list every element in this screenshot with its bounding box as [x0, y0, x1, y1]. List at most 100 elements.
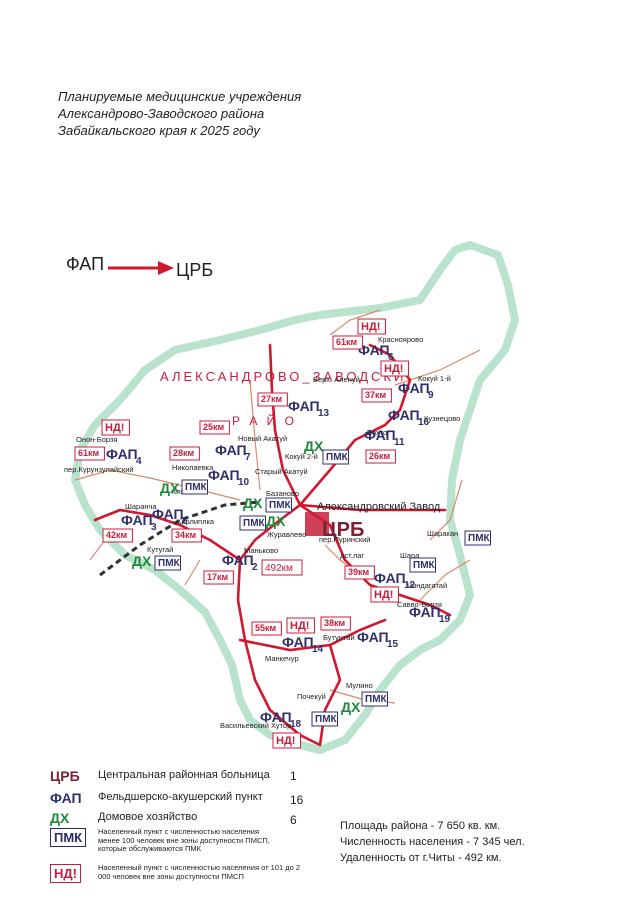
distance-2: 27км [261, 394, 283, 404]
settlement-10: Николаевка [172, 463, 214, 472]
pmk-8-box [361, 691, 388, 707]
settlement-6: Кокуй 2-й [285, 452, 318, 461]
fap-number-14: 14 [312, 644, 324, 655]
stat-area: Площадь района - 7 650 кв. км. [340, 820, 501, 832]
fap-number-12: 12 [404, 580, 416, 591]
nd-0: НД! [361, 321, 380, 333]
dh-4: ДХ [132, 553, 152, 569]
legend-dh-text: Домовое хозяйство [98, 811, 198, 823]
settlement-3: Бохто [367, 428, 387, 437]
fap-number-3: 3 [151, 522, 157, 533]
distance-4-box [169, 446, 200, 461]
legend-fap-symbol: ФАП [50, 790, 82, 806]
pmk-1: ПМК [185, 482, 208, 493]
settlement-21: Чиндагатай [407, 581, 447, 590]
nd-3-box [286, 617, 315, 634]
legend-pmk-symbol: ПМК [50, 828, 87, 847]
distance-6: 26км [369, 451, 391, 461]
legend-crb-symbol: ЦРБ [50, 768, 80, 784]
settlement-11: Клин [172, 487, 189, 496]
fap-16: ФАП [388, 407, 420, 423]
distance-0: 61км [336, 337, 358, 347]
fap-7: ФАП [215, 442, 247, 458]
distance-11: 55км [255, 623, 277, 633]
legend-crb-count: 1 [290, 769, 297, 783]
settlement-4: Верх. Аленуй [313, 375, 360, 384]
fap-18: ФАП [260, 709, 292, 725]
settlement-12: Шаранча [125, 502, 157, 511]
settlement-14: Базаново [266, 489, 299, 498]
pmk-8: ПМК [365, 694, 388, 705]
distance-4: 28км [173, 448, 195, 458]
distance-12-box [320, 616, 351, 631]
fap-number-15: 15 [387, 639, 399, 650]
distance-3: 25км [203, 422, 225, 432]
settlement-20: Шара [400, 551, 420, 560]
fap-12: ФАП [374, 570, 406, 586]
distance-1-box [361, 388, 392, 403]
fap-number-7: 7 [245, 452, 251, 463]
settlement-17: Маньково [244, 546, 278, 555]
flow-to: ЦРБ [176, 260, 214, 280]
distance-5-box [74, 446, 105, 461]
settlement-26: Мулино [346, 681, 373, 690]
distance-1: 37км [365, 390, 387, 400]
flow-from: ФАП [66, 254, 105, 274]
center-distance-box: 492км [261, 559, 303, 576]
settlement-25: Почекуй [297, 692, 326, 701]
distance-7-box [102, 528, 133, 543]
title-line-3: Забайкальского края к 2025 году [58, 123, 260, 138]
legend-fap-text: Фельдшерско-акушерский пункт [98, 791, 263, 803]
fap-number-16: 16 [418, 417, 430, 428]
pmk-6-box [464, 530, 491, 546]
nd-4: НД! [374, 589, 393, 601]
distance-9-box [203, 570, 234, 585]
fap-number-8: 8 [182, 516, 188, 527]
fap-19: ФАП [409, 604, 441, 620]
nd-2-box [101, 419, 130, 436]
region-label-2: Р А Й О [232, 413, 297, 428]
settlement-9: пер.Курунзулайский [64, 465, 134, 474]
svg-text:492км: 492км [265, 563, 293, 574]
legend-dh-symbol: ДХ [50, 810, 70, 826]
center-name: Александровский Завод [317, 501, 441, 513]
settlement-2: Кузнецово [424, 414, 460, 423]
stat-distance: Удаленность от г.Читы - 492 км. [340, 852, 502, 864]
distance-10: 39км [348, 567, 370, 577]
settlement-7: Старый Акатуй [255, 467, 308, 476]
fap-2: ФАП [222, 552, 254, 568]
pmk-5: ПМК [413, 560, 436, 571]
pmk-0: ПМК [326, 452, 349, 463]
fap-number-13: 13 [318, 408, 330, 419]
nd-2: НД! [105, 422, 124, 434]
crb-label: ЦРБ [322, 519, 364, 541]
fap-4: ФАП [106, 446, 138, 462]
distance-0-box [332, 335, 363, 350]
settlement-0: Красноярово [378, 335, 423, 344]
distance-6-box [365, 449, 396, 464]
distance-9: 17км [207, 572, 229, 582]
fap-number-6: 6 [388, 352, 394, 363]
title-line-2: Александрово-Заводского района [58, 106, 265, 121]
pmk-3: ПМК [243, 518, 266, 529]
pmk-4-box [154, 555, 181, 571]
nd-3: НД! [290, 620, 309, 632]
fap-number-18: 18 [290, 719, 302, 730]
distance-8-box [171, 528, 202, 543]
distance-12: 38км [324, 618, 346, 628]
settlement-16: Кутугай [147, 545, 173, 554]
pmk-0-box [322, 449, 349, 465]
fap-3: ФАП [121, 512, 153, 528]
dh-0: ДХ [304, 438, 324, 454]
nd-5: НД! [276, 735, 295, 747]
pmk-5-box [409, 557, 436, 573]
settlement-28: дст.лаг [340, 551, 364, 560]
map-title: Планируемые медицинские учреждения Алекс… [58, 88, 301, 139]
region-label: АЛЕКСАНДРОВО_ЗАВОДСКИ [160, 369, 406, 384]
fap-14: ФАП [282, 634, 314, 650]
legend-pmk-text: Населенный пункт с численностью населени… [98, 827, 270, 853]
stat-population: Численность населения - 7 345 чел. [340, 836, 525, 848]
legend-dh-count: 6 [290, 813, 297, 827]
settlement-5: Новый Акатуй [238, 434, 287, 443]
fap-15: ФАП [357, 629, 389, 645]
